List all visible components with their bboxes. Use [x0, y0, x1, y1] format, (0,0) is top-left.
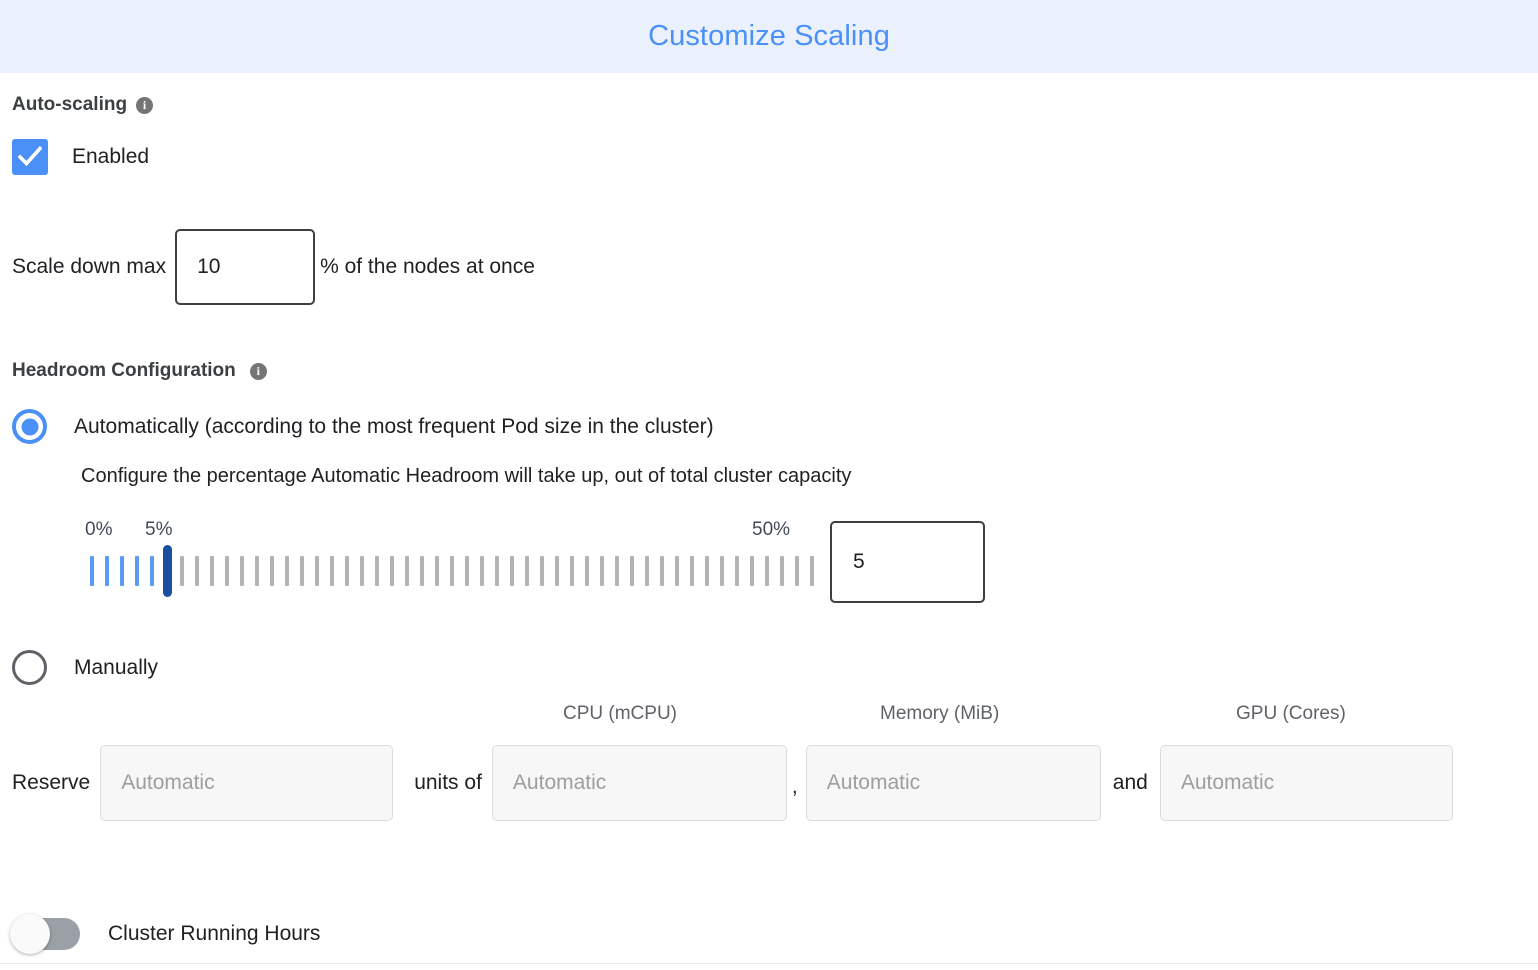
slider-tick — [705, 556, 709, 586]
bottom-divider — [0, 963, 1538, 964]
slider-tick — [810, 556, 814, 586]
slider-tick — [750, 556, 754, 586]
slider-tick — [630, 556, 634, 586]
radio-manually-label: Manually — [74, 655, 159, 679]
headroom-automatic-description: Configure the percentage Automatic Headr… — [81, 465, 852, 487]
slider-current-label: 5% — [145, 519, 173, 540]
and-label: and — [1112, 771, 1148, 794]
slider-tick — [765, 556, 769, 586]
reserve-gpu-input[interactable]: Automatic — [1159, 745, 1453, 821]
reserve-field-headers: CPU (mCPU) Memory (MiB) GPU (Cores) — [12, 703, 1526, 731]
slider-tick — [315, 556, 319, 586]
cpu-field-header: CPU (mCPU) — [563, 703, 677, 724]
headroom-percentage-slider-area: 0% 5% 50% 5 — [12, 519, 1526, 615]
enabled-checkbox[interactable] — [12, 139, 48, 175]
slider-tick — [510, 556, 514, 586]
headroom-configuration-heading: Headroom Configuration i — [12, 360, 1526, 382]
slider-tick — [795, 556, 799, 586]
headroom-heading-label: Headroom Configuration — [12, 360, 236, 381]
slider-tick — [555, 556, 559, 586]
slider-tick — [780, 556, 784, 586]
slider-tick — [330, 556, 334, 586]
slider-tick — [645, 556, 649, 586]
slider-tick — [285, 556, 289, 586]
auto-scaling-heading: Auto-scaling i — [12, 94, 1526, 116]
info-icon[interactable]: i — [136, 96, 154, 114]
toggle-knob — [10, 914, 50, 954]
slider-min-label: 0% — [85, 519, 113, 540]
slider-tick — [375, 556, 379, 586]
slider-tick — [495, 556, 499, 586]
reserve-label: Reserve — [12, 771, 91, 794]
dialog-header: Customize Scaling — [0, 0, 1538, 73]
slider-tick — [225, 556, 229, 586]
slider-tick — [135, 556, 139, 586]
slider-tick — [690, 556, 694, 586]
reserve-block: CPU (mCPU) Memory (MiB) GPU (Cores) Rese… — [12, 703, 1526, 821]
headroom-option-automatic-row[interactable]: Automatically (according to the most fre… — [12, 409, 1526, 444]
slider-tick — [675, 556, 679, 586]
slider-tick — [735, 556, 739, 586]
radio-manually[interactable] — [12, 650, 47, 685]
scale-down-max-suffix: % of the nodes at once — [320, 255, 535, 278]
auto-scaling-enabled-row[interactable]: Enabled — [12, 139, 1526, 175]
slider-tick — [720, 556, 724, 586]
slider-tick — [120, 556, 124, 586]
headroom-percentage-input[interactable]: 5 — [830, 521, 985, 603]
slider-tick — [570, 556, 574, 586]
reserve-row: Reserve Automatic units of Automatic , A… — [12, 745, 1526, 821]
slider-tick — [270, 556, 274, 586]
slider-tick — [615, 556, 619, 586]
slider-tick — [450, 556, 454, 586]
slider-tick — [390, 556, 394, 586]
slider-tick — [195, 556, 199, 586]
slider-tick-labels: 0% 5% 50% — [12, 519, 1526, 545]
checkmark-icon — [18, 146, 42, 167]
reserve-memory-input[interactable]: Automatic — [805, 745, 1101, 821]
slider-tick — [480, 556, 484, 586]
cluster-running-hours-row[interactable]: Cluster Running Hours — [10, 914, 321, 954]
radio-automatic[interactable] — [12, 409, 47, 444]
slider-tick — [660, 556, 664, 586]
slider-tick — [90, 556, 94, 586]
slider-track[interactable] — [90, 555, 825, 587]
headroom-option-manually-row[interactable]: Manually — [12, 650, 1526, 685]
scale-down-max-input[interactable]: 10 — [175, 229, 316, 305]
auto-scaling-heading-label: Auto-scaling — [12, 94, 128, 115]
units-of-label: units of — [414, 771, 482, 794]
slider-tick — [345, 556, 349, 586]
slider-tick — [255, 556, 259, 586]
info-icon[interactable]: i — [249, 362, 267, 380]
slider-tick — [300, 556, 304, 586]
cluster-running-hours-label: Cluster Running Hours — [108, 922, 321, 945]
slider-tick — [525, 556, 529, 586]
slider-max-label: 50% — [752, 519, 791, 540]
slider-tick — [585, 556, 589, 586]
comma-separator: , — [791, 775, 798, 798]
scale-down-max-label: Scale down max — [12, 255, 167, 278]
gpu-field-header: GPU (Cores) — [1236, 703, 1346, 724]
slider-tick — [150, 556, 154, 586]
slider-tick — [240, 556, 244, 586]
slider-tick — [465, 556, 469, 586]
radio-automatic-label: Automatically (according to the most fre… — [74, 414, 714, 438]
slider-tick — [540, 556, 544, 586]
page-title: Customize Scaling — [648, 20, 890, 52]
scale-down-max-row: Scale down max 10 % of the nodes at once — [12, 229, 1526, 305]
slider-tick — [180, 556, 184, 586]
slider-tick — [420, 556, 424, 586]
reserve-units-input[interactable]: Automatic — [100, 745, 394, 821]
slider-tick — [210, 556, 214, 586]
cluster-running-hours-toggle[interactable] — [10, 914, 80, 954]
slider-tick — [435, 556, 439, 586]
slider-tick — [105, 556, 109, 586]
slider-tick — [360, 556, 364, 586]
reserve-cpu-input[interactable]: Automatic — [491, 745, 787, 821]
slider-thumb[interactable] — [163, 545, 172, 597]
memory-field-header: Memory (MiB) — [880, 703, 1000, 724]
enabled-checkbox-label: Enabled — [72, 145, 150, 168]
slider-tick — [405, 556, 409, 586]
slider-tick — [600, 556, 604, 586]
